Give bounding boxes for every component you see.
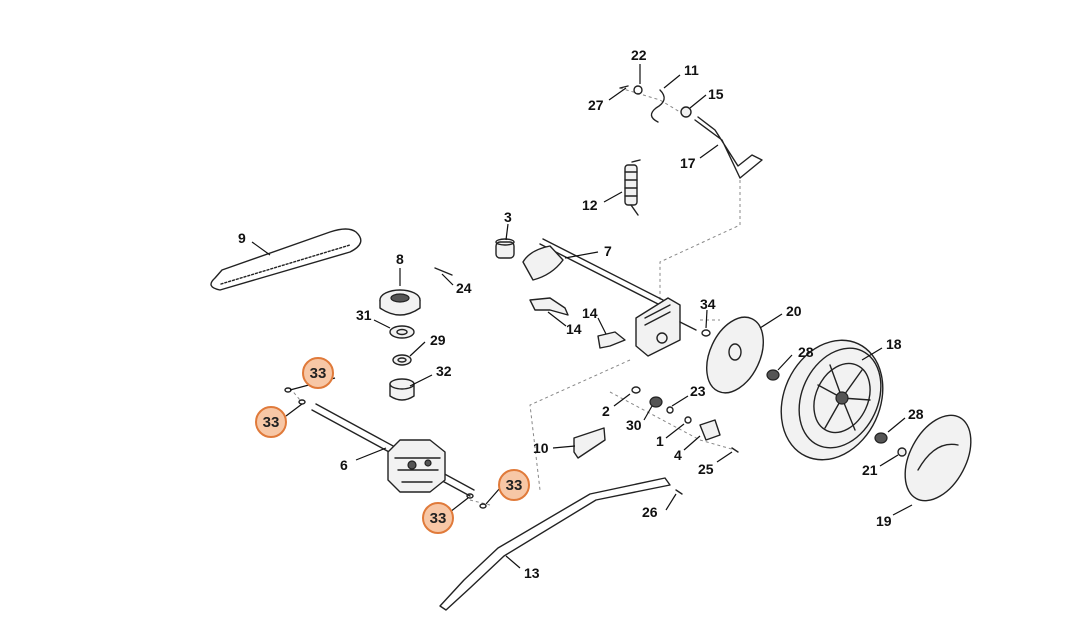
callout-34: 34 <box>700 296 716 312</box>
highlight-33-a-label: 33 <box>310 365 327 382</box>
part-ring-34 <box>701 329 711 337</box>
callout-24: 24 <box>456 280 472 296</box>
part-spring <box>624 159 641 216</box>
callout-14-upper: 14 <box>566 321 582 337</box>
part-drive-belt <box>210 228 362 291</box>
callout-9: 9 <box>238 230 246 246</box>
part-clip-upper <box>529 297 569 316</box>
callout-12: 12 <box>582 197 598 213</box>
highlight-33-b-label: 33 <box>263 414 280 431</box>
part-top-fasteners <box>619 85 692 123</box>
highlight-33-a[interactable]: 33 <box>302 357 334 389</box>
callout-3: 3 <box>504 209 512 225</box>
callout-23: 23 <box>690 383 706 399</box>
highlight-33-b[interactable]: 33 <box>255 406 287 438</box>
highlighted-callouts: 33 33 33 33 <box>255 357 530 534</box>
part-roller <box>495 238 515 259</box>
part-washer-31 <box>389 325 415 339</box>
part-pulley <box>379 289 421 316</box>
callout-15: 15 <box>708 86 724 102</box>
part-axle-rod <box>439 477 671 611</box>
callout-22: 22 <box>631 47 647 63</box>
highlight-33-d[interactable]: 33 <box>422 502 454 534</box>
part-pad <box>573 427 606 459</box>
callout-21: 21 <box>862 462 878 478</box>
part-bearing-29 <box>392 354 412 366</box>
callout-10: 10 <box>533 440 549 456</box>
part-bushing-32 <box>389 378 415 401</box>
callout-20: 20 <box>786 303 802 319</box>
part-wheel <box>780 339 884 461</box>
callout-4: 4 <box>674 447 682 463</box>
leader-lines <box>251 64 913 569</box>
part-hubcap <box>904 414 972 502</box>
callout-29: 29 <box>430 332 446 348</box>
callout-labels: 22 11 27 15 17 12 3 7 9 8 24 31 29 32 14… <box>238 47 924 581</box>
part-wheel-disc <box>706 316 764 394</box>
callout-30: 30 <box>626 417 642 433</box>
callout-1: 1 <box>656 433 664 449</box>
part-small-fasteners <box>631 386 739 453</box>
callout-19: 19 <box>876 513 892 529</box>
callout-8: 8 <box>396 251 404 267</box>
callout-31: 31 <box>356 307 372 323</box>
callout-25: 25 <box>698 461 714 477</box>
part-shaft-lever <box>522 238 664 306</box>
callout-6: 6 <box>340 457 348 473</box>
highlight-33-c-label: 33 <box>506 477 523 494</box>
callout-11: 11 <box>684 62 699 78</box>
part-clip-lower <box>597 331 626 349</box>
callout-17: 17 <box>680 155 696 171</box>
assembly-guide-lines <box>289 87 741 506</box>
part-height-plate <box>635 297 697 357</box>
part-pin-26 <box>675 489 683 495</box>
part-bracket-rod <box>694 116 763 179</box>
callout-18: 18 <box>886 336 902 352</box>
callout-32: 32 <box>436 363 452 379</box>
callout-2: 2 <box>602 403 610 419</box>
callout-28-upper: 28 <box>798 344 814 360</box>
part-gearbox-axle <box>311 403 475 497</box>
highlight-33-d-label: 33 <box>430 510 447 527</box>
highlight-33-c[interactable]: 33 <box>498 469 530 501</box>
part-wheel-bearings <box>766 369 888 444</box>
callout-14-lower: 14 <box>582 305 598 321</box>
callout-13: 13 <box>524 565 540 581</box>
part-nut <box>897 447 907 457</box>
callout-7: 7 <box>604 243 612 259</box>
callout-26: 26 <box>642 504 658 520</box>
callout-27: 27 <box>588 97 604 113</box>
callout-28-lower: 28 <box>908 406 924 422</box>
part-pin <box>434 267 453 276</box>
